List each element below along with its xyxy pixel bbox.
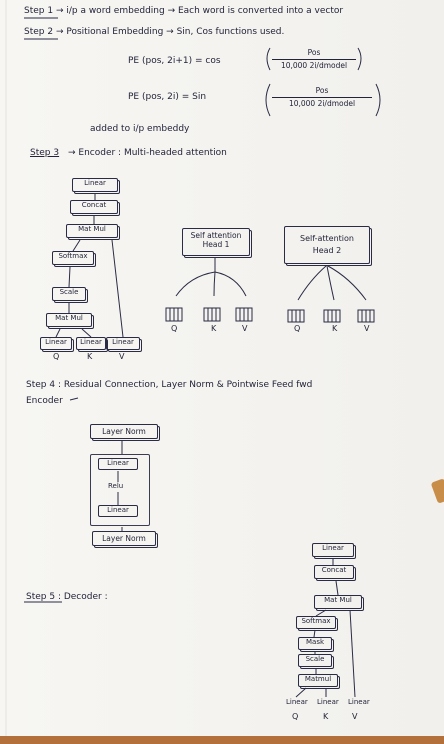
dec-concat-box: Concat xyxy=(314,565,354,579)
attn-matmul-bottom-box: Mat Mul xyxy=(46,313,92,327)
step4-encoder: Encoder xyxy=(26,396,63,406)
dec-linear-q-label: Linear xyxy=(286,698,308,706)
head2-q-label: Q xyxy=(294,324,301,333)
attn-k-label: K xyxy=(87,352,93,361)
dec-matmul-bottom-box: Matmul xyxy=(298,674,338,687)
attn-linear-q-box: Linear xyxy=(40,337,72,350)
step3-text: → Encoder : Multi-headed attention xyxy=(68,148,227,158)
head2-line2: Head 2 xyxy=(312,246,342,255)
head1-v-label: V xyxy=(242,324,248,333)
head1-line2: Head 1 xyxy=(202,240,230,249)
added-note: added to i/p embeddy xyxy=(90,124,190,134)
attn-linear-k-box: Linear xyxy=(76,337,106,350)
step2-text: Step 2 → Positional Embedding → Sin, Cos… xyxy=(24,27,285,37)
head1-q-label: Q xyxy=(171,324,178,333)
step1-text: Step 1 → i/p a word embedding → Each wor… xyxy=(24,6,344,16)
attn-matmul-top-box: Mat Mul xyxy=(66,224,118,238)
ffn-layer-norm-top-box: Layer Norm xyxy=(90,424,158,439)
head2-line1: Self-attention xyxy=(300,234,354,243)
table-edge xyxy=(0,736,444,744)
dec-k-label: K xyxy=(323,712,329,721)
dec-scale-box: Scale xyxy=(298,654,332,667)
head1-line1: Self attention xyxy=(190,231,242,240)
dec-linear-v-label: Linear xyxy=(348,698,370,706)
head2-v-label: V xyxy=(364,324,370,333)
step3-heading: Step 3 xyxy=(30,148,60,158)
attn-v-label: V xyxy=(119,352,125,361)
attn-linear-box: Linear xyxy=(72,178,118,192)
dec-linear-box: Linear xyxy=(312,543,354,557)
attn-q-label: Q xyxy=(53,352,60,361)
ffn-relu-label: Relu xyxy=(108,482,124,490)
head2-k-label: K xyxy=(332,324,338,333)
ffn-linear-bottom-box: Linear xyxy=(98,505,138,517)
dec-mask-box: Mask xyxy=(298,637,332,650)
attn-linear-v-box: Linear xyxy=(106,337,140,350)
pe-formula-1-fraction: Pos 10,000 2i/dmodel xyxy=(272,48,356,70)
dec-q-label: Q xyxy=(292,712,299,721)
step5-text: Step 5 : Decoder : xyxy=(26,592,108,602)
dec-v-label: V xyxy=(352,712,358,721)
pe-formula-1-numerator: Pos xyxy=(307,48,321,57)
dec-matmul-top-box: Mat Mul xyxy=(314,595,362,609)
self-attention-head-2-box: Self-attention Head 2 xyxy=(284,226,370,264)
self-attention-head-1-box: Self attention Head 1 xyxy=(182,228,250,256)
pe-formula-2-denominator: 10,000 2i/dmodel xyxy=(272,97,372,108)
pe-formula-2-lhs: PE (pos, 2i) = Sin xyxy=(128,92,207,102)
attn-scale-box: Scale xyxy=(52,287,86,301)
step4-text: Step 4 : Residual Connection, Layer Norm… xyxy=(26,380,313,390)
pe-formula-1-lhs: PE (pos, 2i+1) = cos xyxy=(128,56,221,66)
ffn-linear-top-box: Linear xyxy=(98,458,138,470)
pe-formula-2-fraction: Pos 10,000 2i/dmodel xyxy=(272,86,372,108)
ffn-container xyxy=(90,454,150,526)
pe-formula-1-denominator: 10,000 2i/dmodel xyxy=(272,59,356,70)
head1-k-label: K xyxy=(211,324,217,333)
dec-linear-k-label: Linear xyxy=(317,698,339,706)
attn-softmax-box: Softmax xyxy=(52,251,94,265)
pe-formula-2-numerator: Pos xyxy=(315,86,329,95)
ffn-layer-norm-bottom-box: Layer Norm xyxy=(92,531,156,546)
attn-concat-box: Concat xyxy=(70,200,118,214)
dec-softmax-box: Softmax xyxy=(296,616,336,629)
